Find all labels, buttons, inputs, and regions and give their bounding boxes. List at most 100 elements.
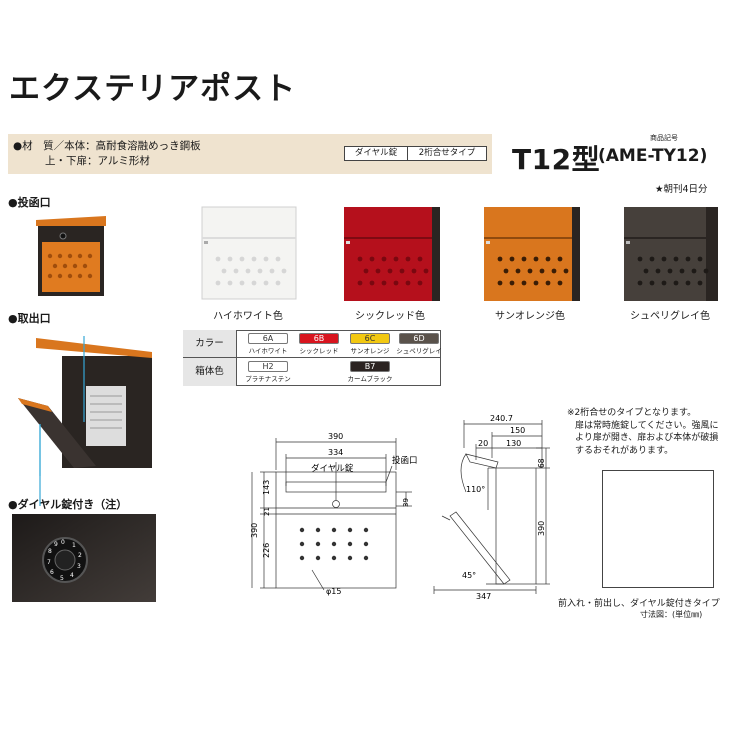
perforation-dot [375,268,381,274]
slot-photo [36,216,106,296]
perforation-dot [369,280,375,286]
slot-label: 投函口 [392,455,418,466]
perforation-dot [649,256,655,262]
perforation-dot [215,256,221,262]
section-takeout: ●取出口 [8,312,51,325]
perforation-dot [539,268,545,274]
perforation-dot [661,256,667,262]
dim-d130: 130 [506,439,521,448]
chip-6a: 6A [248,333,288,344]
svg-text:0: 0 [61,539,65,546]
dim-d347: 347 [476,592,491,600]
dim-d150: 150 [510,426,525,435]
perforation-dot [263,280,269,286]
takeout-photo [18,336,152,476]
svg-text:5: 5 [60,575,64,582]
perforation-dot [239,256,245,262]
post-image-red [344,207,440,301]
dim-h390: 390 [250,523,259,538]
perforation-dot [275,280,281,286]
perforation-dot [263,256,269,262]
perforation-dot [269,268,275,274]
perforation-dot [423,268,429,274]
dim-w390: 390 [328,432,343,441]
type-tag: 2桁合せタイプ [407,146,487,161]
perforation-dot [393,280,399,286]
perforation-dot [545,280,551,286]
svg-text:6: 6 [50,569,54,576]
chip-6b-sub: シックレッド [299,347,339,355]
perforation-dot [257,268,263,274]
spec-text: ●材 質／本体：高耐食溶融めっき鋼板 上・下扉：アルミ形材 [13,139,201,169]
perforation-dot [239,280,245,286]
perforation-dot [637,280,643,286]
perforation-dot [399,268,405,274]
perforation-dot [215,280,221,286]
perforation-dot [557,280,563,286]
dim-h143: 143 [262,480,271,495]
dim-d20: 20 [478,439,488,448]
unit-caption: 寸法図：(単位㎜) [640,610,703,619]
callout-line [39,424,41,506]
dial-lock-label: ダイヤル錠 [311,463,354,474]
perforation-dot [233,268,239,274]
perforation-dot [527,268,533,274]
perforation-dot [697,280,703,286]
post-image-white [201,206,297,300]
perforation-dot [521,280,527,286]
note-line-4: するおそれがあります。 [575,445,674,456]
perforation-dot [509,256,515,262]
body-row-label: 箱体色 [183,358,237,386]
chip-b7: B7 [350,361,390,372]
model-code: (AME-TY12) [598,146,708,166]
section-dial: ●ダイヤル錠付き（注） [8,498,128,511]
perforation-dot [281,268,287,274]
chip-6b: 6B [299,333,339,344]
post-image-grey [624,207,718,301]
section-slot: ●投函口 [8,196,51,209]
perforation-dot [405,280,411,286]
side-section-drawing: 240.7 150 20 130 68 110° 390 45° 347 [433,414,550,600]
angle-45: 45° [462,571,476,580]
chip-6d-sub: シュペリグレイ [396,347,442,355]
perforation-dot [649,280,655,286]
svg-text:3: 3 [77,563,81,570]
note-line-1: ※2桁合せのタイプとなります。 [567,408,697,418]
perforation-dot [417,256,423,262]
perforation-dot [405,256,411,262]
perforation-dot [369,256,375,262]
chip-h2: H2 [248,361,288,372]
table-divider [183,357,441,358]
perforation-dot [637,256,643,262]
drawing-caption: 前入れ・前出し、ダイヤル錠付きタイプ [558,599,720,609]
perforation-dot [393,256,399,262]
color-name-orange: サンオレンジ色 [495,311,565,322]
svg-text:2: 2 [78,552,82,559]
chip-h2-sub: プラチナステン [245,375,291,383]
newspaper-capacity: ★朝刊4日分 [655,184,708,195]
perforation-dot [661,280,667,286]
product-image-box [602,470,714,588]
perforation-dot [503,268,509,274]
perforation-dot [667,268,673,274]
perforation-dot [643,268,649,274]
perforation-dot [521,256,527,262]
svg-text:8: 8 [48,548,52,555]
warning-note: ※2桁合せのタイプとなります。 扉は常時施錠してください。強風に より扉が開き、… [567,407,737,457]
perforation-dot [357,256,363,262]
perforation-dot [357,280,363,286]
perforation-dot [673,256,679,262]
chip-6d: 6D [399,333,439,344]
svg-text:4: 4 [70,572,74,579]
material-line-2: 上・下扉：アルミ形材 [45,155,150,167]
svg-text:1: 1 [72,542,76,549]
perforation-dot [381,256,387,262]
perforation-dot [697,256,703,262]
chip-6a-sub: ハイホワイト [248,347,288,355]
perforation-dot [691,268,697,274]
perforation-dot [655,268,661,274]
perforation-dot [411,268,417,274]
chip-6c-sub: サンオレンジ [350,347,390,355]
perforation-dot [703,268,709,274]
